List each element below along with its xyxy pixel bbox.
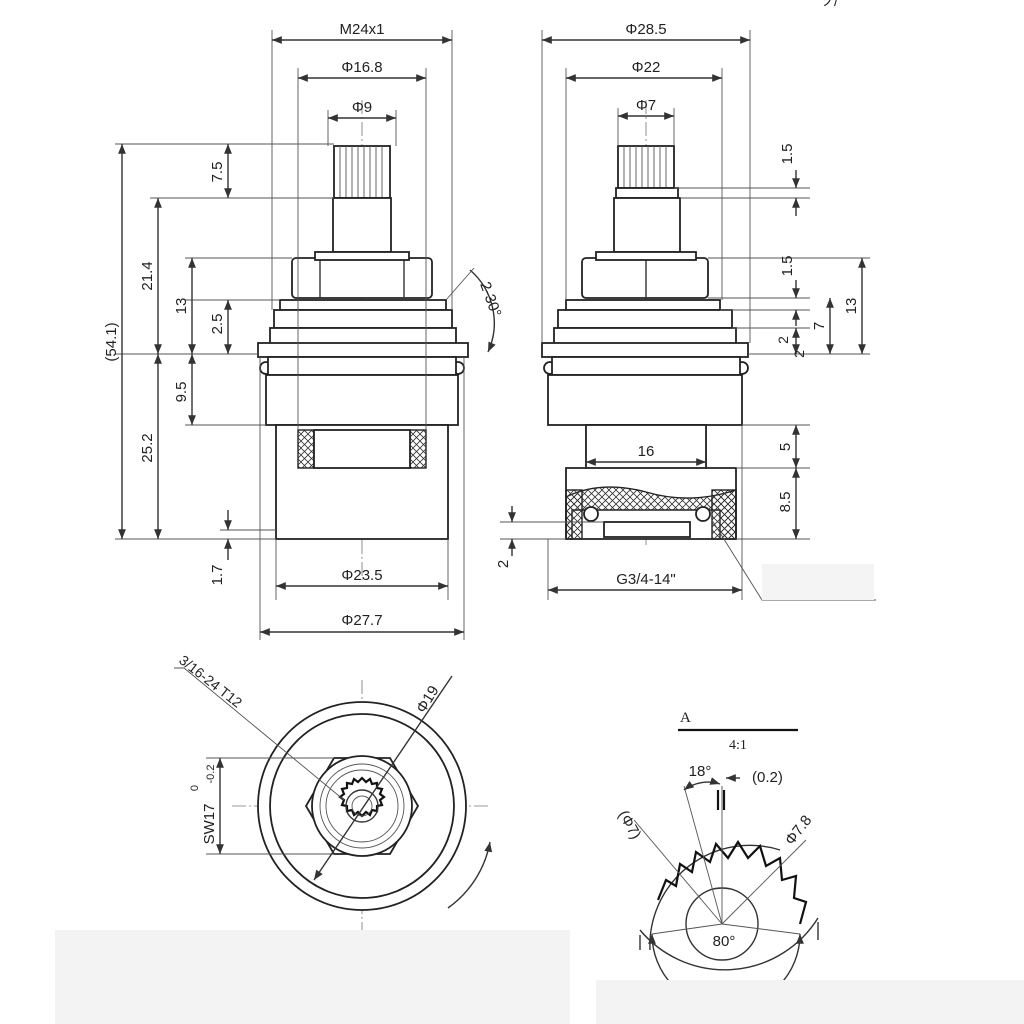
hex-nut	[291, 257, 433, 299]
dim-d16-8: Φ16.8	[341, 59, 382, 76]
detail-arc-body	[649, 844, 781, 951]
detail-d7: (Φ7)	[615, 808, 645, 843]
callout-box	[762, 564, 874, 600]
detail-d7-8: Φ7.8	[782, 812, 816, 848]
dim-2-5: 2.5	[209, 314, 226, 335]
dim-1-5-b: 1.5	[779, 256, 796, 277]
dim-25-2: 25.2	[139, 433, 156, 462]
dim-16: 16	[638, 443, 655, 460]
dim-d22: Φ22	[632, 59, 661, 76]
scan-shade-left	[55, 930, 570, 1024]
dim-13: 13	[173, 298, 190, 315]
top-view: SW17 0 -0.2 3/16-24 T12 Φ19	[174, 652, 493, 935]
flange	[257, 342, 469, 358]
dim-7-5: 7.5	[209, 162, 226, 183]
dim-21-4: 21.4	[139, 261, 156, 290]
detail-teeth	[656, 839, 808, 925]
front-view: M24x1 Φ16.8 Φ9 (54.1) 21.4 7.5 13 2.5 9.…	[103, 21, 505, 640]
detail-label: A	[680, 710, 691, 726]
dim-g3-4: G3/4-14"	[616, 571, 676, 588]
dim-2-left: 2	[495, 560, 512, 568]
dim-1-5-a: 1.5	[779, 144, 796, 165]
dim-d19: Φ19	[413, 683, 443, 716]
dim-5: 5	[777, 443, 794, 451]
side-stem-spline	[617, 145, 675, 189]
dim-d23-5: Φ23.5	[341, 567, 382, 584]
dim-sw17: SW17	[201, 804, 218, 845]
thread-collar	[279, 299, 447, 311]
side-hex-nut	[581, 257, 709, 299]
dim-2-a: 2	[775, 336, 791, 344]
dim-1-7: 1.7	[209, 565, 226, 586]
stem-spline	[333, 145, 391, 199]
dim-54-1: (54.1)	[103, 322, 120, 361]
dim-7: 7	[811, 322, 828, 330]
dim-d27-7: Φ27.7	[341, 612, 382, 629]
dim-9-5: 9.5	[173, 382, 190, 403]
dim-angle-30: 2-30°	[476, 280, 504, 320]
dim-d7: Φ7	[636, 97, 656, 114]
dim-2-b: 2	[791, 350, 807, 358]
scan-shade-right	[596, 980, 1024, 1024]
side-flange	[541, 342, 749, 358]
dim-d28-5: Φ28.5	[625, 21, 666, 38]
dim-m24x1: M24x1	[339, 21, 384, 38]
stem-shaft	[332, 197, 392, 253]
dim-sw-tol-upper: 0	[189, 785, 201, 791]
detail-angle-80: 80°	[713, 933, 736, 950]
spline-label: 3/16-24 T12	[176, 652, 245, 711]
side-view: Φ28.5 Φ22 Φ7 1.5 1.5 13 7 2 2 5 8.5 16 2…	[495, 21, 876, 601]
detail-scale: 4:1	[729, 738, 747, 753]
dim-d9: Φ9	[352, 99, 372, 116]
dim-13-side: 13	[843, 298, 860, 315]
detail-gap: (0.2)	[752, 769, 783, 786]
corner-mark: ソ/	[820, 0, 838, 9]
detail-a: A 4:1 18° (0.2) (Φ7) Φ7.8 80°	[615, 710, 819, 1009]
detail-angle-18: 18°	[689, 763, 712, 780]
dim-sw-tol-lower: -0.2	[205, 765, 217, 784]
dim-8-5: 8.5	[777, 492, 794, 513]
